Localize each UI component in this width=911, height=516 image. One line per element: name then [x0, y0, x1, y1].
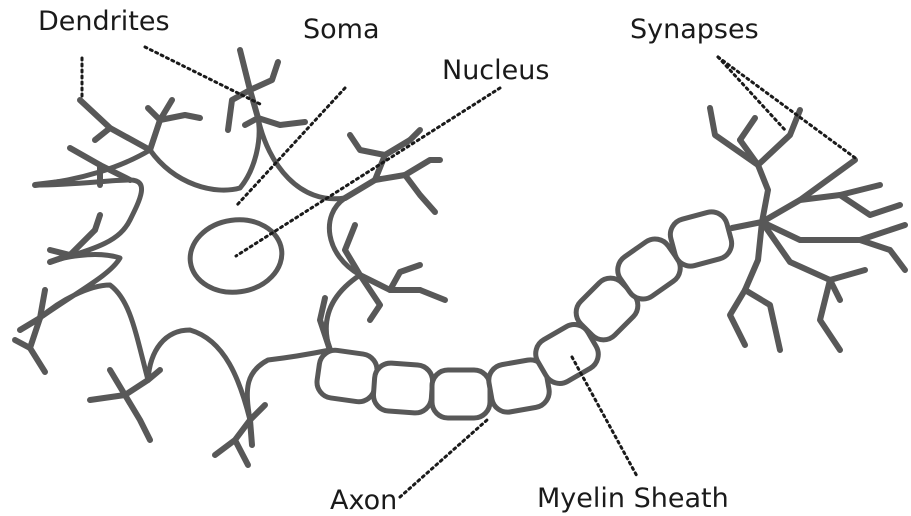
synapses-leader-2 [718, 57, 858, 160]
soma-label: Soma [303, 16, 380, 43]
axon-label: Axon [330, 487, 397, 514]
myelin-sheath-label: Myelin Sheath [537, 485, 729, 512]
axon-terminals [710, 108, 905, 350]
myelin-segment [667, 208, 735, 269]
myelin-segment [372, 362, 433, 414]
myelin-segment [432, 370, 490, 418]
leader-lines [82, 47, 858, 497]
synapses-label: Synapses [630, 16, 759, 43]
soma-outline [35, 118, 360, 420]
myelin-segment [315, 348, 379, 404]
nucleus-label: Nucleus [442, 57, 549, 84]
myelin-sheath-leader [572, 357, 638, 478]
dendrites-label: Dendrites [38, 8, 170, 35]
axon-leader [400, 420, 487, 497]
nucleus-leader [236, 88, 500, 256]
